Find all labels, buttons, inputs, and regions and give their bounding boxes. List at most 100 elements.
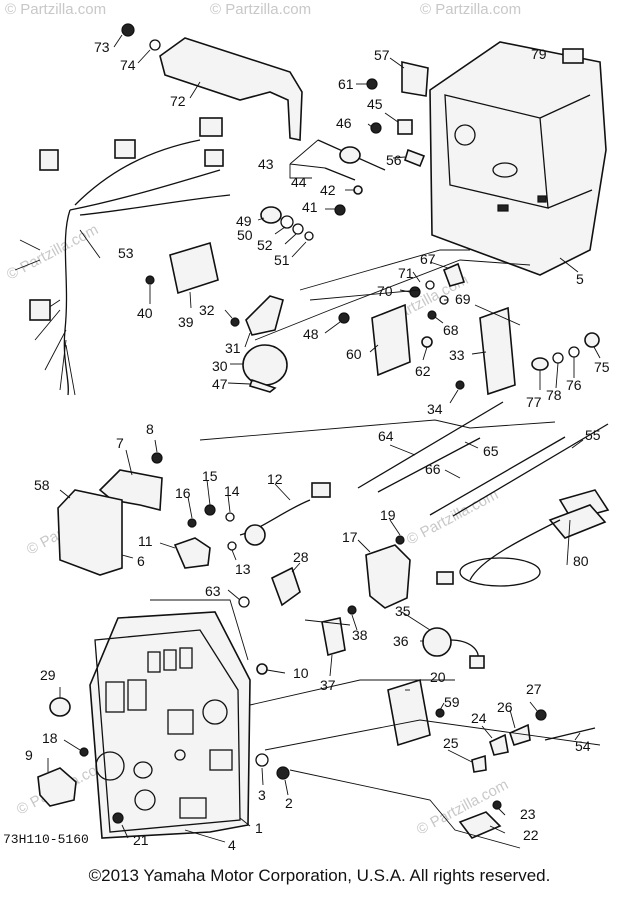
- part-48-screw: [338, 312, 350, 324]
- part-35-38-key-switch: [321, 605, 485, 669]
- part-label: 50: [237, 227, 253, 243]
- part-label: 9: [25, 747, 33, 763]
- part-57-bracket: [401, 60, 429, 97]
- part-label: 12: [267, 471, 283, 487]
- part-11-16-switch-set: [173, 504, 237, 569]
- part-label: 68: [443, 322, 459, 338]
- part-label: 71: [398, 265, 414, 281]
- part-label: 52: [257, 237, 273, 253]
- part-label: 59: [444, 694, 460, 710]
- part-label: 22: [523, 827, 539, 843]
- part-label: 55: [585, 427, 601, 443]
- part-label: 26: [497, 699, 513, 715]
- part-label: 79: [531, 46, 547, 62]
- part-18-screw: [79, 747, 89, 757]
- part-label: 48: [303, 326, 319, 342]
- leader-lines: [47, 34, 601, 843]
- part-label: 19: [380, 507, 396, 523]
- part-1-front-panel: [89, 611, 251, 839]
- part-20-terminal: [387, 678, 431, 747]
- part-label: 25: [443, 735, 459, 751]
- part-label: 54: [575, 738, 591, 754]
- part-19-screw: [395, 535, 405, 545]
- part-label: 33: [449, 347, 465, 363]
- part-56-clip: [404, 148, 426, 168]
- part-41-screw: [334, 204, 346, 216]
- part-label: 27: [526, 681, 542, 697]
- part-label: 2: [285, 795, 293, 811]
- part-label: 69: [455, 291, 471, 307]
- part-49-52-knob-set: [260, 206, 314, 241]
- part-75-78-bolt-set: [531, 332, 600, 371]
- copyright-footer: ©2013 Yamaha Motor Corporation, U.S.A. A…: [88, 866, 551, 885]
- part-label: 70: [377, 283, 393, 299]
- part-53-wire-harness: [14, 117, 231, 396]
- part-label: 10: [293, 665, 309, 681]
- part-label: 45: [367, 96, 383, 112]
- part-58-breaker: [57, 489, 123, 576]
- part-label: 20: [430, 669, 446, 685]
- part-43-44-plug: [317, 139, 386, 181]
- part-label: 34: [427, 401, 443, 417]
- part-61-screw: [366, 78, 378, 90]
- part-21-screw: [112, 812, 124, 824]
- part-label: 14: [224, 483, 240, 499]
- part-2-bolt: [276, 766, 290, 780]
- part-label: 40: [137, 305, 153, 321]
- part-label: 76: [566, 377, 582, 393]
- part-label: 67: [420, 251, 436, 267]
- part-label: 41: [302, 199, 318, 215]
- part-label: 44: [291, 174, 307, 190]
- part-label: 73: [94, 39, 110, 55]
- part-63-washer: [238, 596, 250, 608]
- part-30-capacitor: [242, 344, 288, 386]
- part-label: 7: [116, 435, 124, 451]
- part-label: 43: [258, 156, 274, 172]
- part-label: 66: [425, 461, 441, 477]
- watermark: © Partzilla.com: [4, 221, 101, 283]
- part-label: 4: [228, 837, 236, 853]
- part-label: 51: [274, 252, 290, 268]
- part-9-meter: [37, 767, 77, 807]
- part-label: 5: [576, 271, 584, 287]
- part-62-nut: [421, 336, 433, 348]
- part-60-outlet: [371, 303, 411, 377]
- part-label: 35: [395, 603, 411, 619]
- part-label: 77: [526, 394, 542, 410]
- part-label: 21: [133, 832, 149, 848]
- part-8-screw: [151, 452, 163, 464]
- part-17-receptacle: [365, 544, 411, 609]
- part-32-screw: [230, 317, 240, 327]
- part-label: 78: [546, 387, 562, 403]
- part-10-grommet: [256, 663, 268, 675]
- part-label: 11: [138, 533, 153, 549]
- part-45-plate: [397, 119, 413, 135]
- diagram-code: 73H110-5160: [3, 832, 89, 847]
- part-label: 23: [520, 806, 536, 822]
- part-39-module: [169, 241, 219, 295]
- part-label: 8: [146, 421, 154, 437]
- part-31-bracket: [245, 295, 284, 336]
- watermark: © Partzilla.com: [5, 1, 106, 18]
- part-73-74-bolt-washer: [121, 23, 161, 51]
- part-label: 72: [170, 93, 186, 109]
- part-label: 53: [118, 245, 134, 261]
- part-label: 13: [235, 561, 251, 577]
- part-label: 42: [320, 182, 336, 198]
- part-59-screw: [435, 708, 445, 718]
- part-label: 36: [393, 633, 409, 649]
- part-34-screw: [455, 380, 465, 390]
- part-42-washer: [353, 185, 363, 195]
- part-label: 30: [212, 358, 228, 374]
- part-label: 29: [40, 667, 56, 683]
- part-72-bracket: [159, 37, 303, 141]
- part-3-washer: [255, 753, 269, 767]
- part-label: 64: [378, 428, 394, 444]
- part-80-cord: [436, 489, 610, 587]
- part-40-screw: [145, 275, 155, 285]
- part-label: 28: [293, 549, 309, 565]
- part-28-switch: [271, 566, 301, 607]
- part-number-labels: 73 74 72 57 79 61 45 46 56 43 44 42 41 4…: [25, 39, 610, 853]
- part-46-screw: [370, 122, 382, 134]
